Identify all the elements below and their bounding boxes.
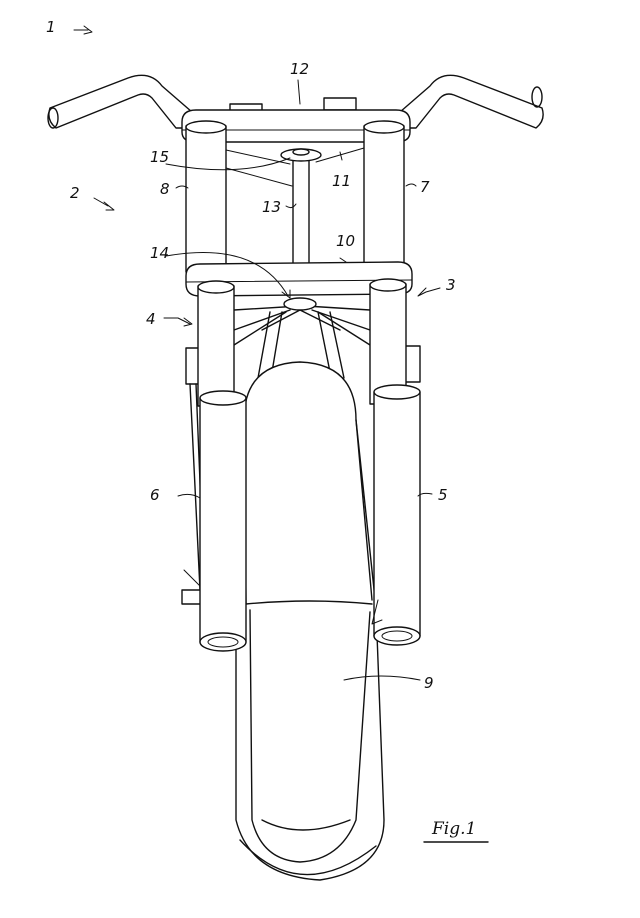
steering-shaft: [280, 148, 322, 269]
label-4: 4: [146, 310, 156, 328]
reference-numerals: 1 2 3 4 5 6 7 8 9 10 11 12 13 14 15: [46, 18, 456, 692]
leader-lines: [73, 25, 441, 681]
upper-fork-tubes: [185, 120, 405, 273]
front-tire: [235, 361, 385, 881]
caption-text: Fig.1: [431, 819, 476, 839]
label-14: 14: [150, 244, 169, 262]
label-7: 7: [420, 178, 430, 196]
label-8: 8: [160, 180, 170, 198]
label-15: 15: [150, 148, 169, 166]
label-6: 6: [150, 486, 160, 504]
label-12: 12: [290, 60, 309, 78]
label-11: 11: [332, 172, 351, 190]
label-13: 13: [262, 198, 281, 216]
label-2: 2: [70, 184, 80, 202]
lower-fork-legs: [197, 278, 421, 652]
label-10: 10: [336, 232, 355, 250]
label-1: 1: [46, 18, 56, 36]
handlebar: [47, 74, 544, 129]
figure-caption: Fig.1: [423, 819, 489, 843]
label-5: 5: [438, 486, 448, 504]
label-3: 3: [446, 276, 456, 294]
label-9: 9: [424, 674, 434, 692]
